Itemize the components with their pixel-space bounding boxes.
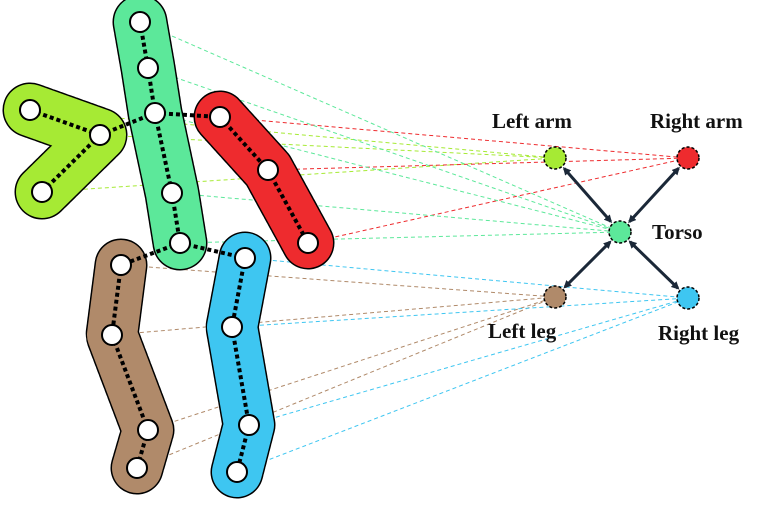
right-leg-bone (230, 326, 251, 426)
left-arm-joint (19, 99, 41, 121)
left-arm-bone (29, 108, 101, 137)
left-leg-joint (126, 457, 148, 479)
torso-joint (144, 102, 166, 124)
torso-right-leg-arrow (628, 240, 680, 290)
left-leg-bone (110, 264, 123, 336)
label-left-leg: Left leg (488, 319, 557, 343)
torso-right-arm-arrow (628, 166, 680, 224)
right-arm-joint (257, 159, 279, 181)
torso-mapping-line (147, 67, 621, 233)
left-leg-joint (137, 419, 159, 441)
right-leg-joint (221, 316, 243, 338)
left-leg-bone (110, 334, 150, 431)
left-arm-joint (89, 124, 111, 146)
label-left-arm: Left arm (492, 109, 572, 133)
right-arm-node (676, 146, 700, 170)
right-leg-joint (238, 414, 260, 436)
label-right-arm: Right arm (650, 109, 743, 133)
label-right-leg: Right leg (658, 321, 740, 345)
torso-mapping-line (139, 21, 621, 233)
right-leg-joint (234, 247, 256, 269)
right-leg-mapping-line (236, 297, 689, 473)
torso-node (608, 220, 632, 244)
right-arm-joint (209, 106, 231, 128)
right-leg-node (676, 286, 700, 310)
right-arm-mapping-line (267, 157, 689, 171)
skeleton-part-hulls (2, 0, 335, 499)
right-arm-joint (297, 232, 319, 254)
torso-left-arm-arrow (562, 167, 613, 223)
torso-joint (161, 182, 183, 204)
left-arm-mapping-line (41, 157, 556, 193)
torso-left-leg-arrow (563, 240, 612, 289)
right-arm-bone (218, 115, 270, 172)
left-arm-node (543, 146, 567, 170)
torso-joint (137, 57, 159, 79)
left-arm-joint (31, 181, 53, 203)
torso-joint (129, 11, 151, 33)
right-leg-mapping-line (231, 297, 689, 328)
left-leg-mapping-line (136, 296, 556, 469)
left-leg-mapping-line (147, 296, 556, 431)
torso-joint (169, 232, 191, 254)
left-leg-mapping-line (120, 264, 556, 298)
left-leg-joint (101, 324, 123, 346)
right-leg-mapping-line (248, 297, 689, 426)
right-leg-joint (226, 461, 248, 483)
right-leg-bone (230, 257, 247, 328)
part-relation-arrows (562, 166, 680, 290)
skeleton-joints (19, 11, 319, 483)
left-arm-mapping-line (99, 134, 556, 159)
label-torso: Torso (652, 220, 703, 244)
left-leg-node (543, 285, 567, 309)
right-arm-mapping-line (307, 157, 689, 244)
left-leg-joint (110, 254, 132, 276)
part-nodes (543, 146, 700, 310)
right-arm-mapping-line (219, 116, 689, 159)
torso-mapping-line (171, 192, 621, 233)
